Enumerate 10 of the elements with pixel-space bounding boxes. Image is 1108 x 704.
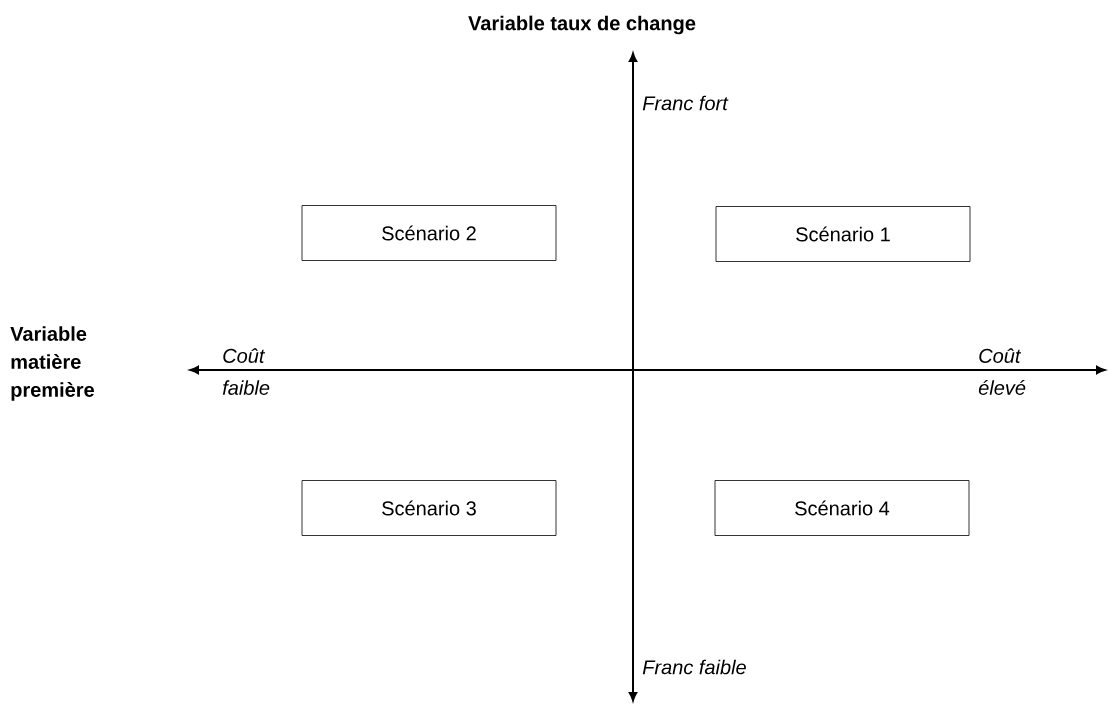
scenario-box: Scénario 3	[301, 480, 557, 536]
axis-end-label: Franc faible	[642, 659, 746, 675]
axis-title: Variable matière première	[10, 326, 94, 401]
axis-end-label: Franc fort	[642, 95, 729, 111]
scenario-box: Scénario 1	[715, 206, 971, 262]
axis-end-label: Coût élevé	[978, 348, 1026, 395]
axis-title: Variable taux de change	[468, 15, 696, 35]
scenario-box: Scénario 2	[301, 205, 557, 261]
axis-end-label: Coût faible	[222, 348, 270, 395]
scenario-box: Scénario 4	[714, 480, 970, 536]
